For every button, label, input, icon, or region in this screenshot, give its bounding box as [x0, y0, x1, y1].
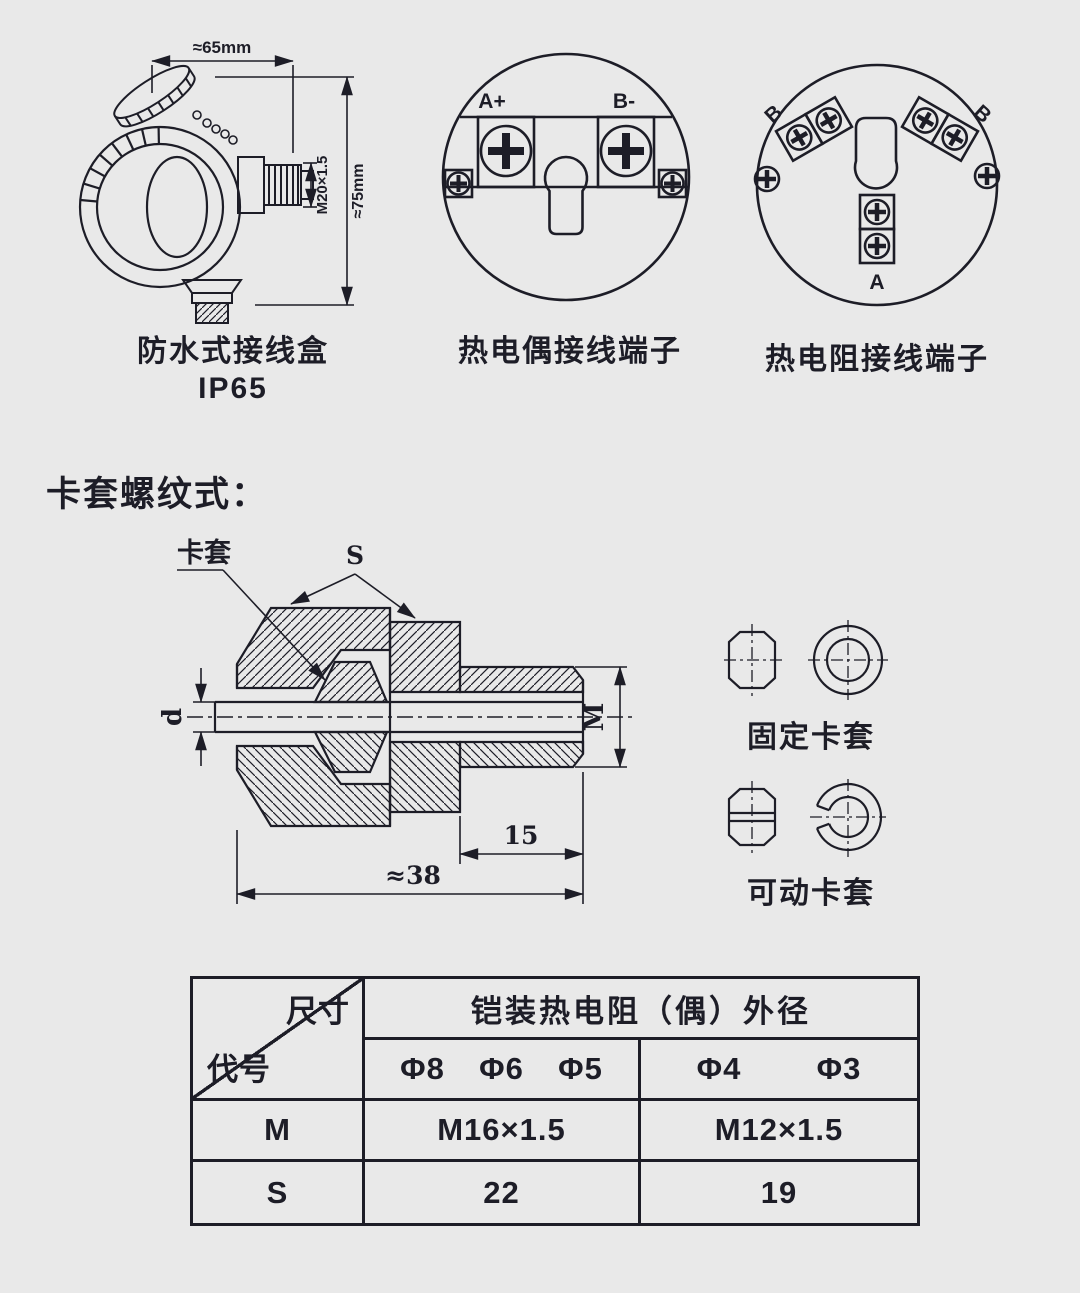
dim-m-label: M [580, 703, 610, 732]
dim-height-lines [215, 76, 354, 306]
dia-value: Φ6 [479, 1051, 524, 1086]
terminal-pair-b-right [900, 95, 980, 163]
terminal-housing-circle [755, 63, 999, 307]
dim-width-label: ≈65mm [193, 38, 251, 57]
table-corner-cell: 尺寸 代号 [193, 979, 365, 1101]
rtd-terminal-drawing: B B A [753, 63, 1001, 307]
diameter-left-cell: Φ8 Φ6 Φ5 [365, 1040, 641, 1101]
movable-ferrule-figure [727, 778, 893, 858]
center-keyhole [853, 116, 899, 190]
fixed-ferrule-drawing [724, 620, 888, 700]
dia-value: Φ3 [816, 1051, 862, 1086]
fitting-section-half [215, 606, 585, 717]
fixed-ferrule-figure [724, 620, 893, 700]
ferrule-side-view [727, 787, 777, 847]
terminal-pair-b-left [774, 95, 854, 163]
junction-box-figure: ≈65mm ≈75mm M20×1.5 [55, 35, 375, 335]
terminal-b1-label: B [760, 101, 787, 128]
dim-width-lines [151, 55, 294, 153]
fitting-drawing: 卡套 S d [158, 538, 635, 904]
movable-ferrule-label: 可动卡套 [747, 877, 875, 910]
bottom-pipe [181, 279, 243, 324]
mount-screw-right [973, 162, 1001, 190]
fitting-figure: 卡套 S d [158, 532, 645, 932]
dim-height-label: ≈75mm [350, 163, 367, 218]
row-s-right: 19 [760, 1174, 798, 1210]
fixed-ferrule-label: 固定卡套 [747, 721, 875, 754]
thermocouple-figure: A+ B- [430, 45, 700, 305]
ip-rating-label: IP65 [198, 372, 268, 405]
dia-value: Φ4 [696, 1051, 742, 1086]
movable-ferrule-drawing [727, 779, 886, 857]
dim-15-label: 15 [504, 821, 539, 850]
dim-m-lines [575, 666, 627, 768]
spec-table: 尺寸 代号 铠装热电阻（偶）外径 Φ8 Φ6 Φ5 Φ4 Φ3 M M16×1.… [190, 976, 920, 1226]
ferrule-callout-label: 卡套 [177, 538, 231, 568]
ferrule-callout-leader [177, 569, 326, 681]
head-body [78, 125, 242, 289]
cap-chain [192, 110, 238, 145]
ferrule-front-view [808, 620, 888, 700]
axis-and-tube [187, 702, 635, 732]
diameter-right-cell: Φ4 Φ3 [641, 1040, 917, 1101]
dia-value: Φ8 [400, 1051, 445, 1086]
dim-thread-label: M20×1.5 [314, 156, 331, 215]
junction-box-caption: 防水式接线盒 [137, 335, 329, 368]
dim-38-lines [236, 830, 584, 904]
junction-box-drawing: ≈65mm ≈75mm M20×1.5 [78, 38, 367, 324]
mount-screw-left [443, 168, 474, 199]
cap-drawing [113, 64, 196, 128]
ferrule-side-view [727, 630, 777, 690]
corner-top-label: 尺寸 [286, 994, 350, 1029]
terminal-b2-label: B [969, 101, 996, 128]
thermocouple-caption: 热电偶接线端子 [458, 335, 682, 368]
section-title: 卡套螺纹式： [46, 475, 269, 514]
row-m-code: M [193, 1101, 365, 1162]
thermocouple-terminal-drawing: A+ B- [441, 52, 691, 302]
mount-screw-left [753, 165, 781, 193]
thread-nipple [237, 156, 314, 214]
row-m-left: M16×1.5 [365, 1101, 641, 1162]
terminal-a-label: A [869, 271, 884, 294]
dia-value: Φ5 [558, 1051, 603, 1086]
row-s-code: S [193, 1162, 365, 1223]
ferrule-front-view [810, 779, 886, 857]
terminal-housing-circle [441, 52, 691, 302]
dim-d-lines [193, 668, 215, 766]
dim-s-label: S [346, 541, 364, 570]
table-header-cell: 铠装热电阻（偶）外径 [365, 979, 917, 1040]
rtd-figure: B B A [750, 55, 1010, 315]
row-m-right: M12×1.5 [641, 1101, 917, 1162]
center-keyhole [543, 155, 589, 236]
terminal-pair-a [858, 193, 896, 265]
corner-bottom-label: 代号 [207, 1052, 271, 1087]
terminal-block-b [596, 115, 656, 189]
dim-38-label: ≈38 [385, 861, 441, 890]
dim-15-lines [459, 772, 584, 864]
terminal-a-label: A+ [478, 90, 505, 113]
dim-d-label: d [158, 708, 188, 726]
terminal-b-label: B- [613, 90, 635, 113]
terminal-block-a [476, 115, 536, 189]
dim-s-lines [290, 573, 416, 619]
mount-screw-right [657, 168, 688, 199]
rtd-caption: 热电阻接线端子 [765, 343, 989, 376]
row-s-left: 22 [365, 1162, 641, 1223]
